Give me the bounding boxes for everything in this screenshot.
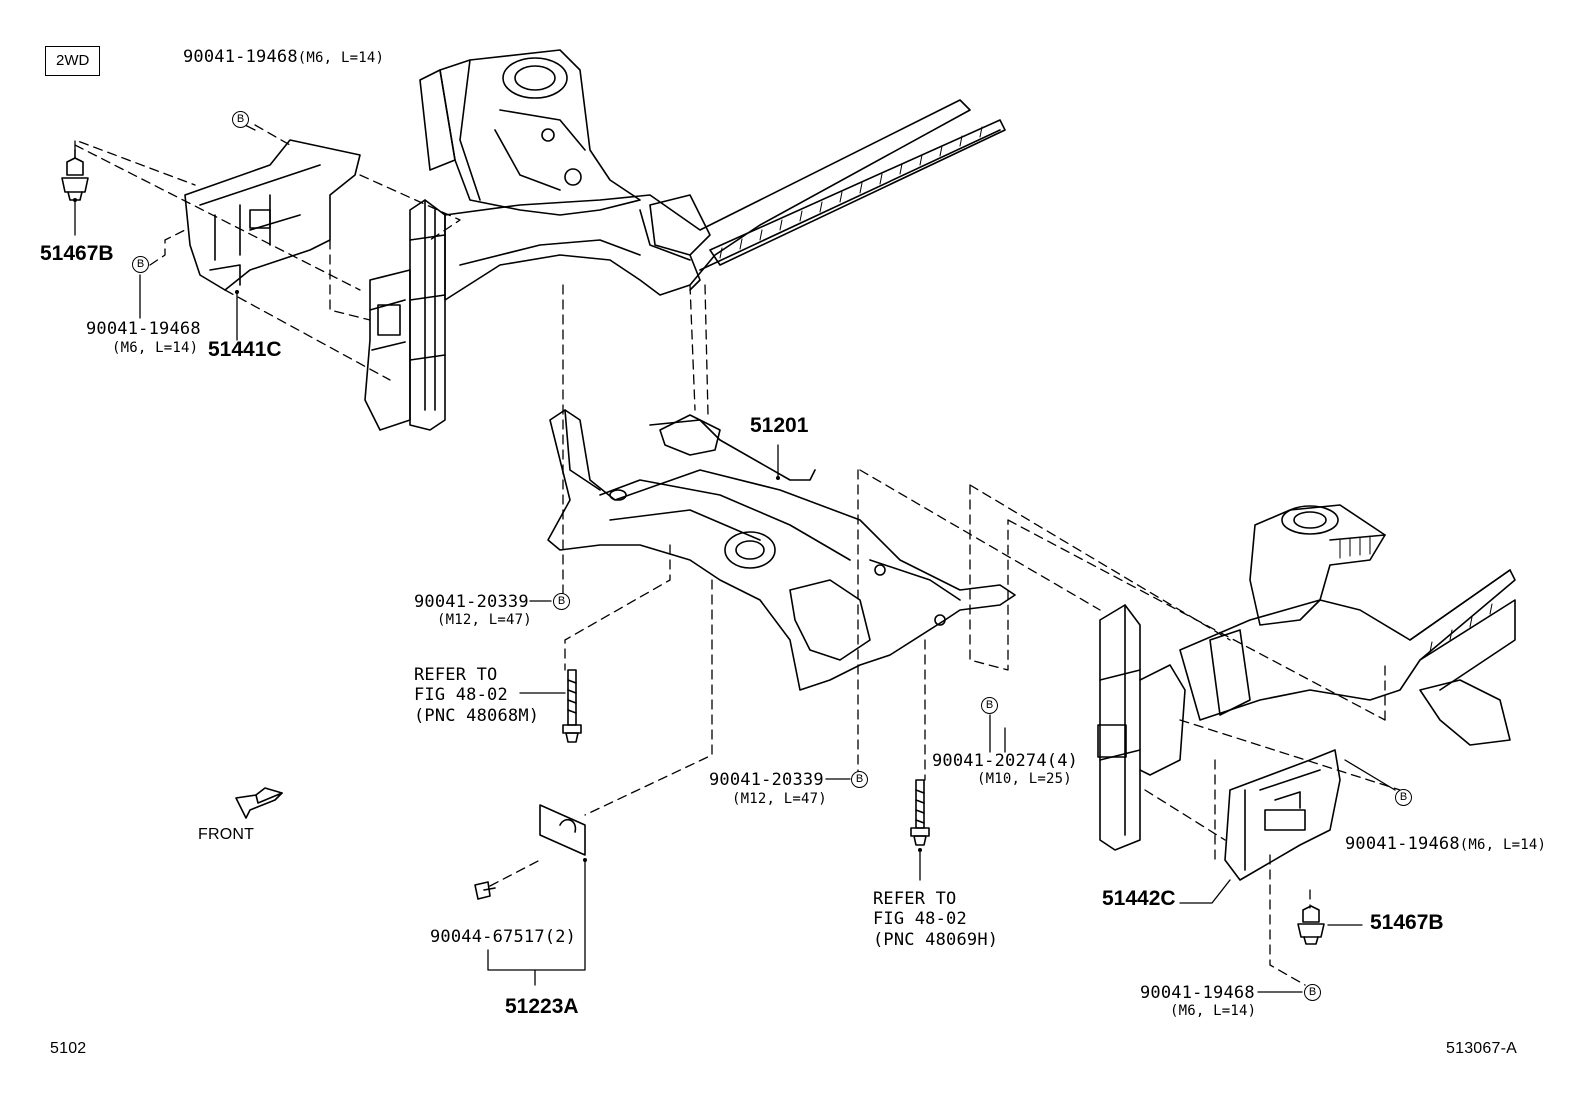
refer1-fig: FIG 48-02 — [414, 685, 508, 705]
rb-bolt-part: 90041-19468 — [1140, 983, 1255, 1003]
rb-bolt-spec: (M6, L=14) — [1170, 1003, 1257, 1019]
left-bolt-part: 90041-19468 — [86, 319, 201, 339]
refer2-text: REFER TO — [873, 889, 957, 909]
refer2-pnc: (PNC 48069H) — [873, 930, 999, 950]
refer-bolt-1 — [562, 669, 582, 743]
leader-dots — [73, 198, 922, 862]
left-side-member — [364, 49, 1006, 431]
right-bracket-label: 51442C — [1102, 887, 1176, 910]
screw-label: 90044-67517(2) — [430, 927, 577, 947]
figure-id: 513067-A — [1446, 1040, 1517, 1057]
tl-bolt-spec: (M6, L=14) — [297, 50, 385, 66]
crossmember-51201 — [547, 409, 1016, 691]
c-bolt2-spec: (M12, L=47) — [732, 791, 827, 807]
screw-90044 — [474, 881, 496, 900]
left-bolt-spec: (M6, L=14) — [112, 340, 199, 356]
left-clip-51467b — [61, 149, 89, 201]
refer-bolt-2 — [910, 779, 930, 846]
c-bolt2-part: 90041-20339 — [709, 770, 824, 790]
r-bolt-label: 90041-19468(M6, L=14) — [1345, 835, 1546, 854]
assembly-lines — [74, 124, 1401, 986]
front-label: FRONT — [198, 826, 255, 843]
left-bracket-label: 51441C — [208, 338, 282, 361]
r-bolt-spec: (M6, L=14) — [1459, 837, 1547, 853]
right-side-member — [1097, 504, 1516, 851]
c-bolt1-part: 90041-20339 — [414, 592, 529, 612]
refer1-text: REFER TO — [414, 665, 498, 685]
r-bolt-part: 90041-19468 — [1345, 834, 1460, 854]
drive-badge: 2WD — [45, 46, 101, 76]
bolt-mark-rb: B — [1304, 984, 1321, 1001]
c-bolt3-spec: (M10, L=25) — [977, 771, 1072, 787]
refer1-pnc: (PNC 48068M) — [414, 706, 540, 726]
right-clip-51467b — [1297, 905, 1325, 945]
right-bracket-51442c — [1224, 749, 1341, 881]
c-bolt3-part: 90041-20274(4) — [932, 751, 1079, 771]
right-clip-label: 51467B — [1370, 911, 1444, 934]
c-bolt1-spec: (M12, L=47) — [437, 612, 532, 628]
left-clip-label: 51467B — [40, 242, 114, 265]
bolt-mark-r: B — [1395, 789, 1412, 806]
plate-51223a — [539, 804, 586, 856]
bolt-mark-c2: B — [851, 771, 868, 788]
bolt-mark-c3: B — [981, 697, 998, 714]
tl-bolt-part: 90041-19468 — [183, 47, 298, 67]
tl-bolt-label: 90041-19468(M6, L=14) — [183, 48, 384, 67]
crossmember-label: 51201 — [750, 414, 809, 437]
bolt-mark-left: B — [132, 256, 149, 273]
bolt-mark-tl: B — [232, 111, 249, 128]
leader-lines — [74, 124, 1396, 993]
page-code: 5102 — [50, 1040, 87, 1057]
plate-label: 51223A — [505, 995, 579, 1018]
bolt-mark-c1: B — [553, 593, 570, 610]
front-arrow-icon — [235, 787, 283, 819]
refer2-fig: FIG 48-02 — [873, 909, 967, 929]
